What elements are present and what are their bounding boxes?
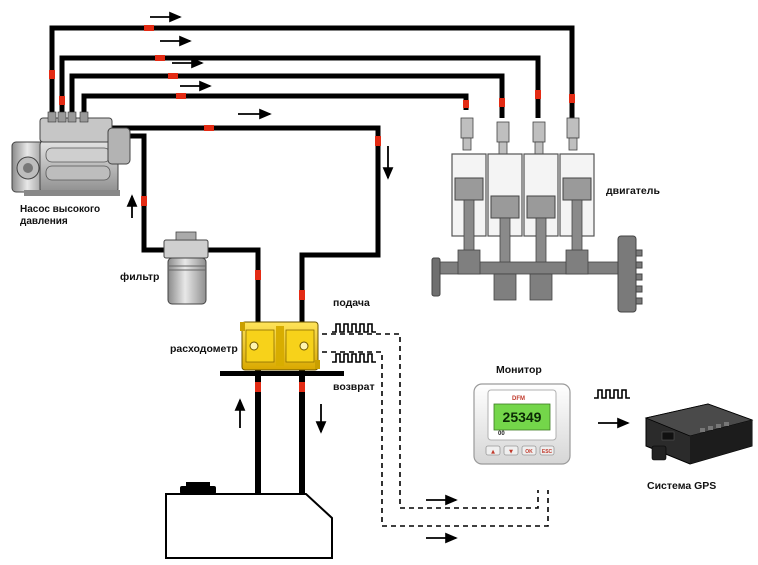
supply-line bbox=[118, 133, 261, 332]
monitor-sub: 00 bbox=[498, 431, 505, 437]
return-pulse-signal bbox=[332, 353, 376, 363]
supply-line-markers bbox=[141, 196, 261, 280]
high-pressure-pump bbox=[11, 111, 131, 196]
supply-label: подача bbox=[333, 297, 370, 309]
monitor-button-ok[interactable] bbox=[521, 445, 537, 456]
monitor-button-esc[interactable] bbox=[539, 445, 555, 456]
signal-cables bbox=[322, 333, 549, 527]
pump-label: Насос высокого давления bbox=[20, 204, 100, 228]
monitor-button-up[interactable] bbox=[485, 445, 501, 456]
monitor-label: Монитор bbox=[496, 364, 542, 376]
injector-line-4 bbox=[81, 93, 469, 122]
monitor: DFM 25349 00 ▲ ▼ OK ESC bbox=[473, 383, 571, 465]
flow-arrows bbox=[126, 11, 630, 544]
tank-line-markers bbox=[255, 382, 305, 505]
monitor-button-esc-label: ESC bbox=[542, 449, 553, 455]
pump-label-line-1: Насос высокого bbox=[20, 204, 101, 215]
flowmeter-label: расходометр bbox=[170, 343, 238, 355]
pump-label-line-2: давления bbox=[20, 216, 68, 227]
flywheel bbox=[617, 235, 643, 313]
monitor-button-ok-label: OK bbox=[525, 449, 533, 455]
gps-pulse-signal bbox=[594, 389, 630, 399]
gps-label: Система GPS bbox=[647, 480, 717, 492]
injector-line-3 bbox=[69, 73, 505, 122]
supply-pulse-signal bbox=[332, 323, 376, 333]
monitor-value: 25349 bbox=[503, 409, 542, 425]
return-line bbox=[110, 125, 381, 332]
engine-label: двигатель bbox=[606, 185, 660, 197]
tank-cap bbox=[180, 486, 216, 494]
filter-label: фильтр bbox=[120, 271, 160, 283]
high-pressure-markers bbox=[49, 25, 575, 108]
mounting-bar bbox=[220, 371, 344, 376]
return-signal-cable bbox=[322, 351, 549, 527]
gps-unit bbox=[644, 403, 754, 465]
flowmeter bbox=[240, 321, 320, 371]
return-line-markers bbox=[204, 125, 381, 300]
monitor-buttons: ▲ ▼ OK ESC bbox=[485, 445, 555, 456]
return-label: возврат bbox=[333, 381, 375, 393]
fuel-tank bbox=[165, 482, 333, 559]
injector-line-2 bbox=[59, 55, 541, 122]
monitor-header: DFM bbox=[512, 396, 525, 402]
monitor-button-up-label: ▲ bbox=[491, 449, 495, 455]
pistons bbox=[454, 177, 592, 219]
front-pulley bbox=[431, 257, 441, 297]
injectors bbox=[460, 117, 580, 155]
high-pressure-lines bbox=[49, 25, 575, 122]
engine bbox=[431, 117, 643, 313]
supply-signal-cable bbox=[322, 333, 539, 509]
fuel-filter bbox=[163, 231, 209, 305]
monitor-button-down-label: ▼ bbox=[509, 449, 513, 455]
monitor-button-down[interactable] bbox=[503, 445, 519, 456]
